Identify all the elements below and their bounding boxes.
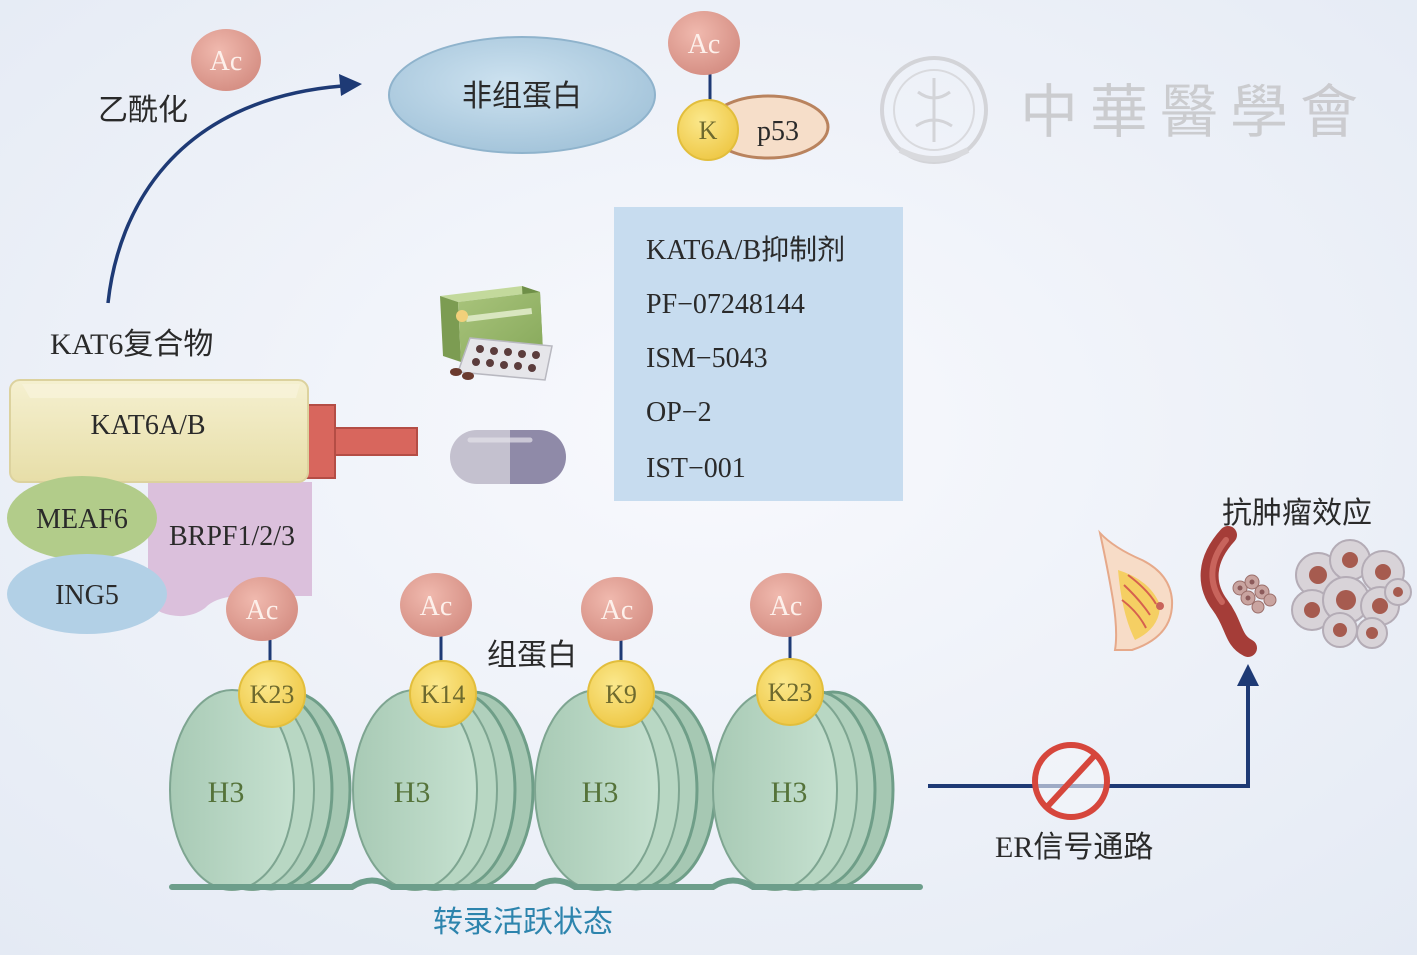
antitumor-outcome: 抗肿瘤效应: [1098, 497, 1412, 657]
er-pathway-arrowhead: [1237, 664, 1259, 686]
p53-protein: Ac K p53: [668, 11, 830, 161]
nucleosome: [712, 689, 895, 891]
acetyl-group: Ac: [668, 11, 740, 75]
nucleosome: [169, 689, 352, 891]
nucleosome-array: H3 H3 H3 H3 Ac Ac Ac Ac K23: [169, 573, 923, 939]
transcription-state-label: 转录活跃状态: [433, 906, 613, 939]
kat6ab-label: KAT6A/B: [90, 410, 205, 441]
acetyl-group: Ac: [400, 573, 472, 637]
acetyl-label: Ac: [601, 595, 634, 626]
watermark: 中華醫學會: [880, 56, 1370, 164]
acetyl-label: Ac: [688, 29, 721, 60]
acetyl-label: Ac: [246, 595, 279, 626]
acetyl-label: Ac: [770, 591, 803, 622]
h3-label: H3: [208, 776, 245, 809]
seal-logo-icon: [880, 56, 988, 164]
acetyl-label: Ac: [210, 46, 243, 77]
acetylation-arrow: [106, 84, 343, 304]
meaf6-subunit: MEAF6: [7, 476, 157, 560]
lysine-site-label: K9: [605, 680, 637, 709]
inhibitor-heading: KAT6A/B抑制剂: [646, 234, 845, 266]
inhibitor-item: PF−07248144: [646, 289, 805, 320]
lysine-residue: K14: [409, 660, 477, 728]
acetyl-label: Ac: [420, 591, 453, 622]
lysine-site-label: K23: [250, 680, 295, 709]
lysine-residue: K: [677, 99, 739, 161]
acetylation-arrowhead: [339, 74, 362, 96]
ing5-label: ING5: [55, 580, 119, 611]
tumor-cells-icon: [1291, 539, 1412, 649]
er-pathway: ER信号通路: [928, 664, 1259, 864]
lysine-residue: K23: [238, 660, 306, 728]
pill-box-icon: [440, 286, 553, 381]
acetyl-group: Ac: [191, 29, 261, 91]
nucleosome: [352, 689, 535, 891]
lysine-site-label: K23: [768, 678, 813, 707]
acetylation-group: Ac 乙酰化: [98, 29, 362, 304]
h3-label: H3: [582, 776, 619, 809]
brpf-label: BRPF1/2/3: [169, 521, 295, 552]
breast-icon: [1098, 529, 1174, 651]
histone-label: 组蛋白: [487, 639, 577, 672]
prohibition-icon: [1032, 742, 1110, 820]
inhibitor-item: OP−2: [646, 397, 712, 428]
inhibitor-item: ISM−5043: [646, 343, 768, 374]
non-histone-protein: 非组蛋白: [388, 36, 656, 154]
complex-title: KAT6复合物: [50, 328, 213, 361]
dna-strand: [169, 877, 923, 890]
meaf6-label: MEAF6: [36, 504, 128, 535]
acetylation-label: 乙酰化: [98, 94, 188, 127]
acetyl-group: Ac: [750, 573, 822, 637]
h3-label: H3: [394, 776, 431, 809]
watermark-text: 中華醫學會: [1020, 80, 1370, 145]
kat6-complex: KAT6复合物 BRPF1/2/3 KAT6A/B MEAF6 ING5: [7, 328, 312, 634]
inhibitor-list: KAT6A/B抑制剂 PF−07248144 ISM−5043 OP−2 IST…: [614, 207, 903, 501]
er-pathway-label: ER信号通路: [995, 831, 1153, 864]
inhibitor-box: [614, 207, 903, 501]
blood-vessel-icon: [1200, 526, 1277, 657]
lysine-site-label: K14: [421, 680, 466, 709]
antitumor-label: 抗肿瘤效应: [1222, 497, 1372, 530]
inhibitor-item: IST−001: [646, 453, 746, 484]
lysine-residue: K23: [756, 658, 824, 726]
p53-label: p53: [757, 116, 799, 147]
lysine-label: K: [699, 116, 718, 145]
acetyl-group: Ac: [226, 577, 298, 641]
lysine-residue: K9: [587, 660, 655, 728]
nucleosome: [534, 689, 717, 891]
capsule-icon: [450, 430, 566, 484]
non-histone-label: 非组蛋白: [462, 80, 582, 113]
acetyl-group: Ac: [581, 577, 653, 641]
kat6ab-subunit: KAT6A/B: [9, 379, 309, 483]
ing5-subunit: ING5: [7, 554, 167, 634]
h3-label: H3: [771, 776, 808, 809]
